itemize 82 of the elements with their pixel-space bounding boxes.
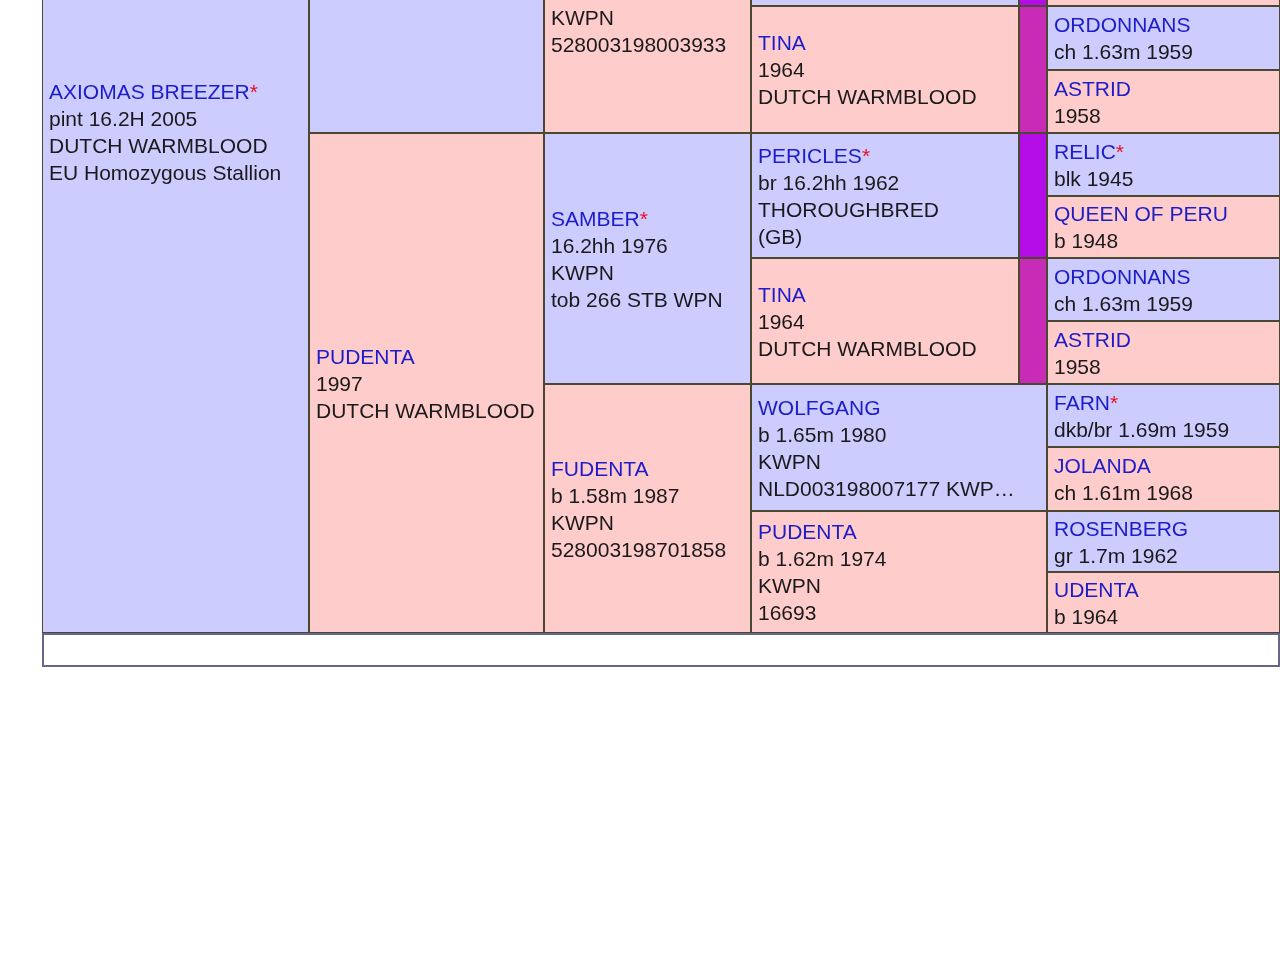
horse-details: 1997 [316,370,363,397]
pedigree-cell [751,384,1047,511]
pedigree-cell [1047,0,1280,6]
horse-details: tob 266 STB WPN [551,286,723,313]
horse-details: ch 1.63m 1959 [1054,290,1193,317]
horse-details: KWPN [758,448,821,475]
horse-details: DUTCH WARMBLOOD [758,335,977,362]
horse-details: DUTCH WARMBLOOD [49,133,268,159]
horse-name: RELIC* [1054,138,1125,165]
horse-details: KWPN [551,5,614,31]
horse-details: 1958 [1054,102,1101,129]
horse-details: ch 1.63m 1959 [1054,39,1193,65]
pedigree-cell [1047,196,1280,258]
horse-name: AXIOMAS BREEZER* [49,79,258,105]
horse-details: 1964 [758,308,805,335]
pedigree-cell [751,6,1019,133]
horse-details: blk 1945 [1054,165,1134,192]
pedigree-cell [309,133,544,633]
horse-details: b 1.65m 1980 [758,421,887,448]
horse-details: EU Homozygous Stallion [49,160,282,186]
pedigree-cell [544,0,751,133]
horse-name: FUDENTA [551,455,649,482]
pedigree-cell [1047,258,1280,321]
horse-details: ch 1.61m 1968 [1054,480,1193,506]
horse-name: QUEEN OF PERU [1054,201,1228,227]
pedigree-cell [1047,6,1280,70]
horse-details: b 1.58m 1987 [551,482,680,509]
horse-name: PUDENTA [316,343,415,370]
pedigree-cell [1047,572,1280,633]
horse-details: pint 16.2H 2005 [49,106,198,132]
horse-details: KWPN [551,259,614,286]
horse-name: ROSENBERG [1054,515,1189,542]
horse-details: 528003198003933 [551,32,727,58]
horse-name: ORDONNANS [1054,263,1191,290]
pedigree-cell [1047,133,1280,196]
horse-name: ASTRID [1054,326,1131,353]
pedigree-cell [42,0,309,633]
horse-details: 16693 [758,600,817,626]
horse-details: dkb/br 1.69m 1959 [1054,416,1230,443]
horse-details: THOROUGHBRED (GB) [758,196,940,250]
horse-details: b 1964 [1054,603,1119,630]
horse-name: UDENTA [1054,576,1139,603]
horse-name: FARN* [1054,389,1119,416]
marker-bar [1019,258,1047,384]
pedigree-cell [1047,384,1280,447]
pedigree-cell [544,384,751,633]
horse-details: DUTCH WARMBLOOD [758,84,977,110]
horse-details: 1958 [1054,353,1101,380]
horse-name: TINA [758,281,806,308]
pedigree-cell [751,511,1047,633]
horse-name: WOLFGANG [758,394,881,421]
horse-name: PERICLES* [758,142,871,169]
horse-details: 16.2hh 1976 [551,232,668,259]
horse-details: br 16.2hh 1962 [758,169,900,196]
horse-details: DUTCH WARMBLOOD [316,397,535,424]
horse-details: NLD003198007177 KWP… [758,475,1015,502]
horse-details: KWPN [758,573,821,599]
horse-details: b 1.62m 1974 [758,546,887,572]
horse-name: JOLANDA [1054,453,1151,479]
horse-details: KWPN [551,509,614,536]
pedigree-cell [751,0,1019,6]
horse-details: 528003198701858 [551,536,727,563]
pedigree-cell [1047,511,1280,572]
horse-name: PUDENTA [758,519,857,545]
footer-row [42,633,1280,667]
pedigree-cell [751,133,1019,258]
pedigree-cell [1047,70,1280,133]
pedigree-cell [309,0,544,133]
pedigree-cell [1047,321,1280,384]
marker-bar [1019,0,1047,6]
horse-name: TINA [758,30,806,56]
marker-bar [1019,133,1047,258]
horse-name: ASTRID [1054,75,1131,102]
pedigree-cell [544,133,751,384]
marker-bar [1019,6,1047,133]
horse-details: gr 1.7m 1962 [1054,542,1178,569]
pedigree-cell [1047,447,1280,511]
horse-name: SAMBER* [551,205,648,232]
horse-details: b 1948 [1054,228,1119,254]
pedigree-cell [751,258,1019,384]
horse-details: 1964 [758,57,805,83]
horse-name: ORDONNANS [1054,12,1191,38]
